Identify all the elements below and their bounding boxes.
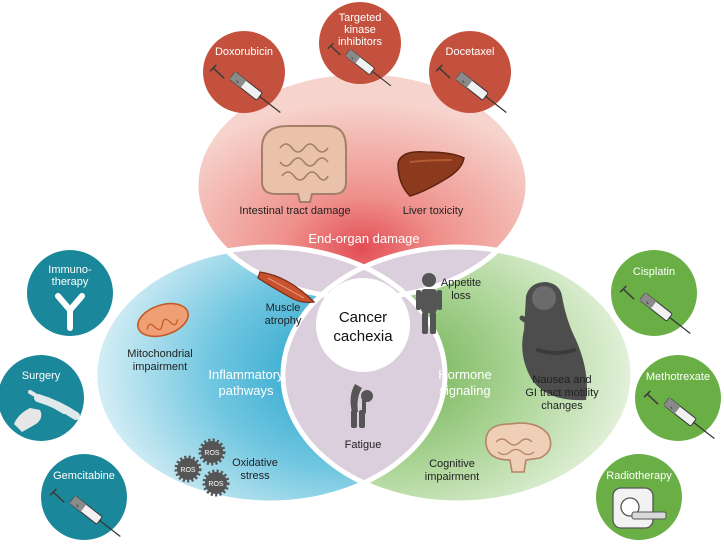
treatment-gemcitabine: Gemcitabine <box>41 454 127 540</box>
docetaxel-label: Docetaxel <box>446 46 495 58</box>
appetite-loss-line1: Appetite <box>441 277 481 289</box>
mitochondrion-icon <box>137 302 189 338</box>
ros-burst-icon: ROS <box>198 438 226 466</box>
muscle-atrophy-line2: atrophy <box>265 315 302 327</box>
treatment-docetaxel: Docetaxel <box>429 31 511 114</box>
inflammatory-title-line1: Inflammatory <box>208 367 284 382</box>
center-label-line1: Cancer <box>339 309 387 326</box>
ros-burst-icon: ROS <box>202 469 230 497</box>
oxidative-stress-line2: stress <box>240 470 270 482</box>
kinase-label-line2: kinase <box>344 24 376 36</box>
immunotherapy-label-line2: therapy <box>52 276 89 288</box>
treatment-kinase-inhibitors: Targeted kinase inhibitors <box>319 2 401 87</box>
nausea-person-icon <box>519 282 587 401</box>
ros-cluster: ROS ROS ROS <box>174 438 230 497</box>
scalpel-hand-icon <box>14 390 80 432</box>
inflammatory-title-line2: pathways <box>219 383 274 398</box>
intestine-icon <box>261 125 347 203</box>
mitochondrial-impairment-line2: impairment <box>133 361 187 373</box>
treatment-methotrexate: Methotrexate <box>635 355 721 441</box>
svg-text:ROS: ROS <box>180 467 196 474</box>
methotrexate-label: Methotrexate <box>646 371 710 383</box>
mitochondrial-impairment-line1: Mitochondrial <box>127 348 192 360</box>
treatment-doxorubicin: Doxorubicin <box>203 31 285 114</box>
cognitive-impairment-line2: impairment <box>425 471 479 483</box>
fatigue-label: Fatigue <box>345 439 382 451</box>
brain-icon <box>485 422 552 473</box>
ros-burst-icon: ROS <box>174 455 202 483</box>
treatment-radiotherapy: Radiotherapy <box>596 454 682 540</box>
svg-text:ROS: ROS <box>208 481 224 488</box>
hormone-title-line1: Hormone <box>438 367 491 382</box>
immunotherapy-label-line1: Immuno- <box>48 264 92 276</box>
fatigue-figure-icon <box>350 384 373 428</box>
kinase-label-line3: inhibitors <box>338 36 383 48</box>
mri-scanner-icon <box>612 487 667 529</box>
center-circle <box>316 278 410 372</box>
muscle-atrophy-line1: Muscle <box>266 302 301 314</box>
surgery-label: Surgery <box>22 370 61 382</box>
liver-icon <box>397 151 465 197</box>
gemcitabine-label: Gemcitabine <box>53 470 115 482</box>
intestinal-damage-label: Intestinal tract damage <box>239 205 350 217</box>
treatment-surgery: Surgery <box>0 355 84 441</box>
hormone-title-line2: signaling <box>439 383 490 398</box>
radiotherapy-label: Radiotherapy <box>606 470 672 482</box>
muscle-icon <box>257 271 316 304</box>
antibody-icon <box>55 293 85 331</box>
treatment-cisplatin: Cisplatin <box>611 250 697 336</box>
svg-text:ROS: ROS <box>204 450 220 457</box>
nausea-label-line3: changes <box>541 400 583 412</box>
oxidative-stress-line1: Oxidative <box>232 457 278 469</box>
person-icon <box>416 273 442 334</box>
appetite-loss-line2: loss <box>451 290 471 302</box>
treatment-immunotherapy: Immuno- therapy <box>27 250 113 336</box>
liver-toxicity-label: Liver toxicity <box>403 205 464 217</box>
kinase-label-line1: Targeted <box>339 12 382 24</box>
cognitive-impairment-line1: Cognitive <box>429 458 475 470</box>
center-label-line2: cachexia <box>333 328 393 345</box>
nausea-label-line2: GI tract motility <box>525 387 599 399</box>
cisplatin-label: Cisplatin <box>633 266 675 278</box>
doxorubicin-label: Doxorubicin <box>215 46 273 58</box>
nausea-label-line1: Nausea and <box>532 374 591 386</box>
end-organ-damage-title: End-organ damage <box>308 231 419 246</box>
